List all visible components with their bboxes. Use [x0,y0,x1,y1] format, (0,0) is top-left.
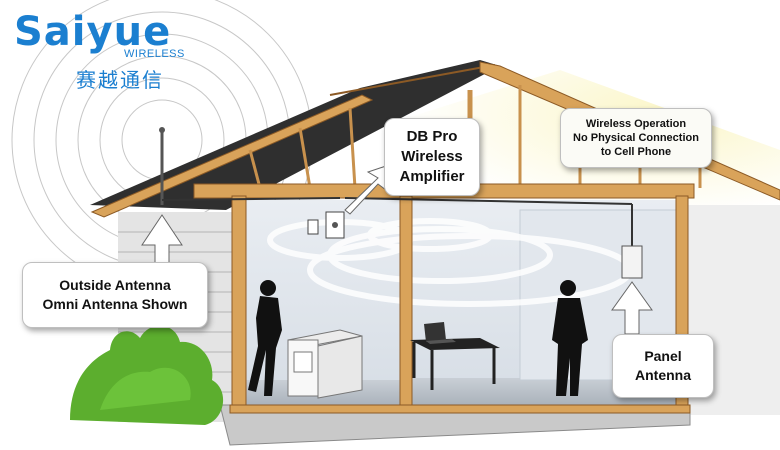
wireless-line-3: to Cell Phone [561,145,711,159]
amplifier-line-3: Amplifier [385,167,479,187]
wireless-line-2: No Physical Connection [561,131,711,145]
outside-antenna-line-1: Outside Antenna [23,276,207,295]
outside-antenna-line-2: Omni Antenna Shown [23,295,207,314]
panel-antenna-line-2: Antenna [613,366,713,385]
wireless-operation-label: Wireless Operation No Physical Connectio… [560,108,712,168]
brand-logo: Saiyue WIRELESS 赛越通信 [14,10,194,90]
panel-antenna [622,246,642,278]
panel-antenna-line-1: Panel [613,347,713,366]
outside-antenna-label: Outside Antenna Omni Antenna Shown [22,262,208,328]
amplifier-line-2: Wireless [385,147,479,167]
panel-antenna-label: Panel Antenna [612,334,714,398]
wireless-line-1: Wireless Operation [561,117,711,131]
brand-sub: WIRELESS [124,48,185,60]
amplifier-line-1: DB Pro [385,127,479,147]
brand-chinese: 赛越通信 [76,64,164,93]
amplifier-label: DB Pro Wireless Amplifier [384,118,480,196]
washer-dryer [288,330,362,398]
